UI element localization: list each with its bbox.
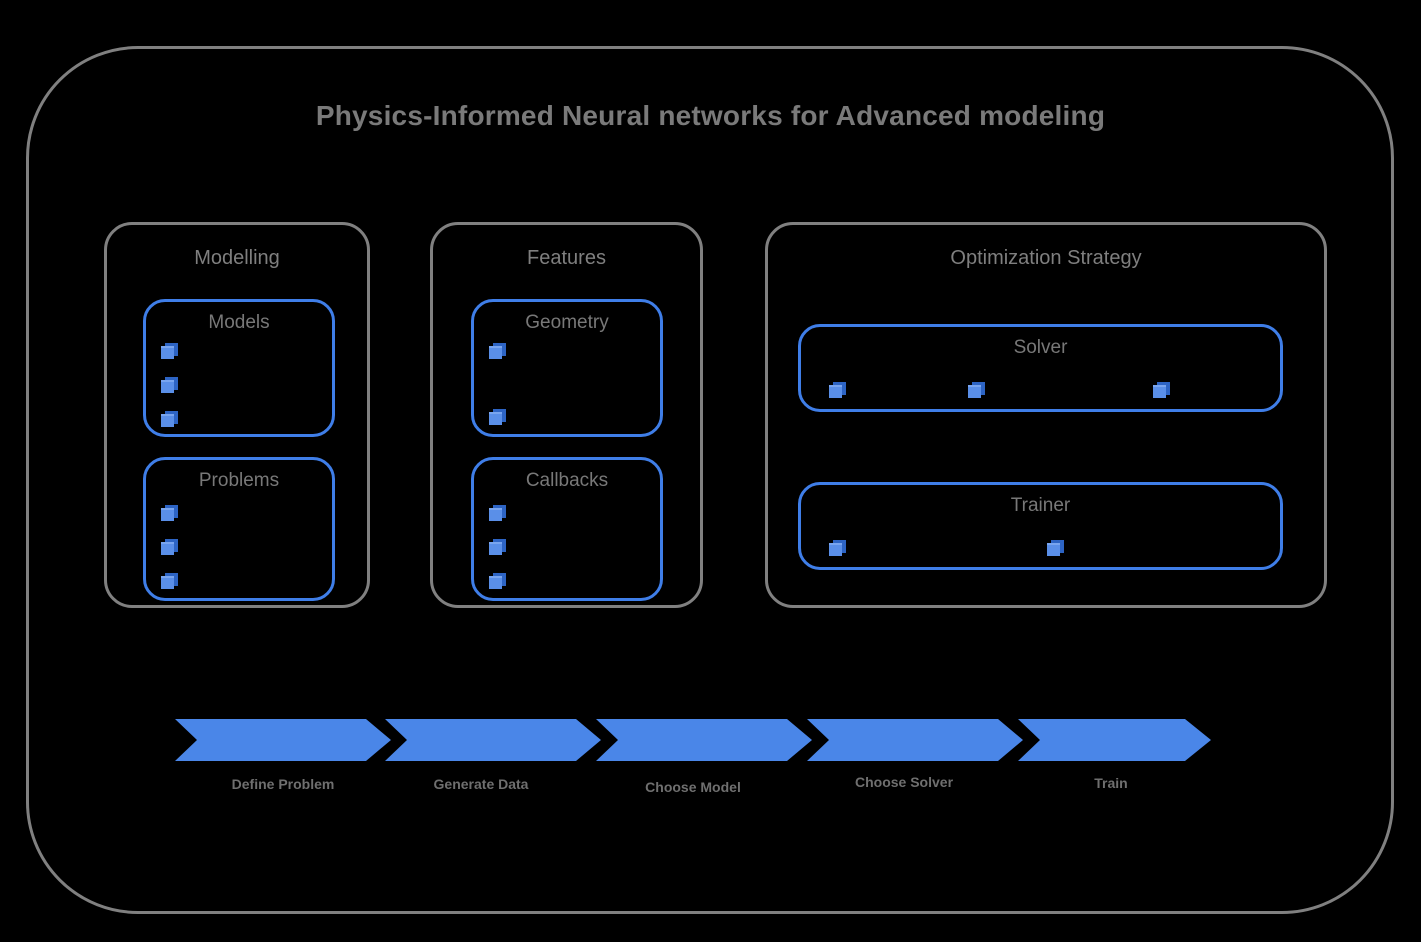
group-features: Features bbox=[430, 222, 703, 608]
pipeline-step-label-5: Train bbox=[1094, 775, 1128, 791]
sub-box-models-label: Models bbox=[208, 312, 270, 333]
pipeline-step-label-4: Choose Solver bbox=[854, 774, 954, 790]
cube-icon[interactable] bbox=[161, 343, 179, 361]
sub-box-callbacks-label: Callbacks bbox=[525, 470, 609, 491]
sub-box-callbacks: Callbacks bbox=[471, 457, 663, 601]
group-optimization-strategy: Optimization Strategy bbox=[765, 222, 1327, 608]
cube-icon[interactable] bbox=[161, 505, 179, 523]
pipeline-step-label-1: Define Problem bbox=[231, 776, 335, 792]
cube-icon[interactable] bbox=[829, 540, 847, 558]
cube-icon[interactable] bbox=[489, 539, 507, 557]
cube-icon[interactable] bbox=[1047, 540, 1065, 558]
cube-icon[interactable] bbox=[1153, 382, 1171, 400]
group-modelling: Modelling bbox=[104, 222, 370, 608]
cube-icon[interactable] bbox=[829, 382, 847, 400]
cube-icon[interactable] bbox=[161, 573, 179, 591]
sub-box-problems: Problems bbox=[143, 457, 335, 601]
group-modelling-label: Modelling bbox=[194, 247, 280, 269]
cube-icon[interactable] bbox=[489, 343, 507, 361]
sub-box-geometry: Geometry bbox=[471, 299, 663, 437]
group-features-label: Features bbox=[527, 247, 606, 269]
cube-icon[interactable] bbox=[161, 539, 179, 557]
pipeline-step-label-3: Choose Model bbox=[645, 779, 741, 795]
sub-box-problems-label: Problems bbox=[198, 470, 280, 491]
sub-box-trainer-label: Trainer bbox=[1010, 495, 1071, 516]
cube-icon[interactable] bbox=[489, 409, 507, 427]
group-optimization-strategy-label: Optimization Strategy bbox=[950, 247, 1142, 269]
cube-icon[interactable] bbox=[161, 377, 179, 395]
cube-icon[interactable] bbox=[161, 411, 179, 429]
sub-box-solver: Solver bbox=[798, 324, 1283, 412]
pipeline-step-label-2: Generate Data bbox=[433, 776, 529, 792]
sub-box-geometry-label: Geometry bbox=[525, 312, 609, 333]
sub-box-solver-label: Solver bbox=[1013, 337, 1068, 358]
sub-box-models: Models bbox=[143, 299, 335, 437]
cube-icon[interactable] bbox=[489, 573, 507, 591]
page-title: Physics-Informed Neural networks for Adv… bbox=[315, 100, 1106, 131]
sub-box-trainer: Trainer bbox=[798, 482, 1283, 570]
outer-frame bbox=[26, 46, 1394, 914]
cube-icon[interactable] bbox=[489, 505, 507, 523]
cube-icon[interactable] bbox=[968, 382, 986, 400]
